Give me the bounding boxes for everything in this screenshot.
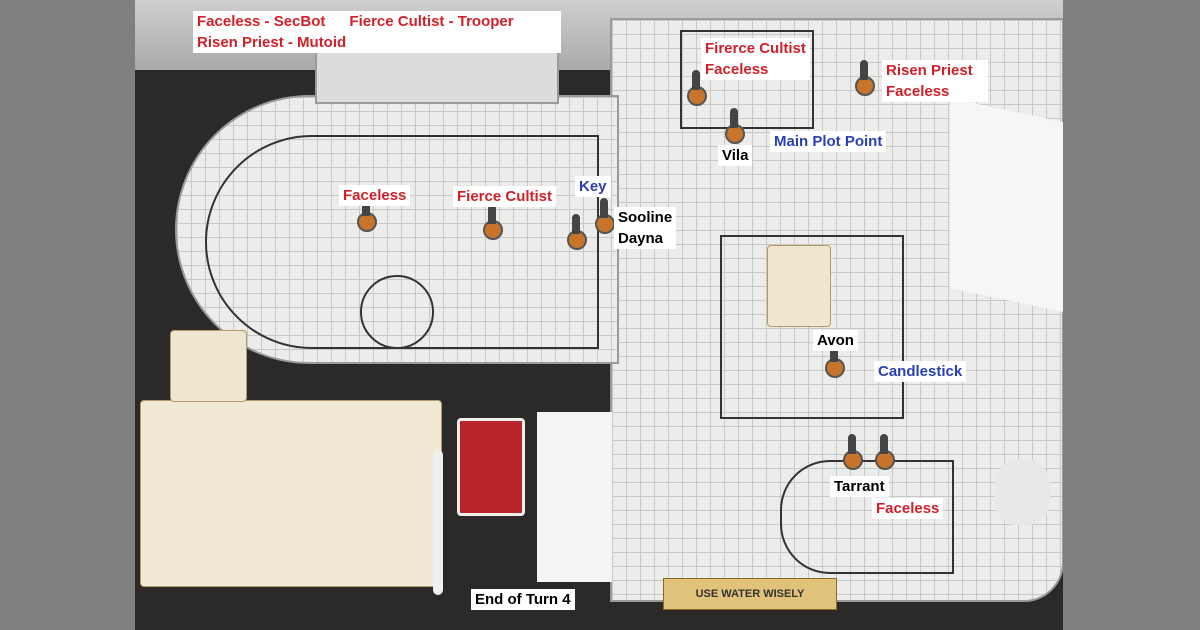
room [780,460,954,574]
label-vila: Vila [718,145,753,166]
label-candlestick: Candlestick [874,361,967,382]
label-text: Firerce Cultist [705,40,806,57]
cultist-figure [687,70,707,106]
hero-figure [595,198,615,234]
room [360,275,434,349]
legend-priest: Risen Priest - Mutoid [197,34,347,51]
vila-figure [725,108,745,144]
label-fierce-cultist: Fierce Cultist [453,186,557,207]
avon-figure [825,342,845,378]
label-text: Sooline [618,209,673,226]
label-key: Key [575,176,611,197]
challenge-card[interactable] [767,245,831,327]
priest-figure [855,60,875,96]
label-text: Dayna [618,230,664,247]
awkward-card[interactable] [170,330,247,402]
label-text: Faceless [705,61,769,78]
book [950,97,1063,313]
label-left-faceless: Faceless [339,185,411,206]
label-bottom-faceless: Faceless [872,498,944,519]
label-tarrant: Tarrant [830,476,889,497]
room [720,235,904,419]
label-top-cultist: Firerce Cultist Faceless [701,38,810,80]
legend-cultist: Fierce Cultist - Trooper [349,13,514,30]
room [680,30,814,129]
legend-box: Faceless - SecBot Fierce Cultist - Troope… [193,11,561,53]
label-avon: Avon [813,330,858,351]
hero-cards[interactable] [140,400,442,587]
legend-faceless: Faceless - SecBot [197,13,326,30]
discard-area [537,412,612,582]
label-text: Faceless [886,83,950,100]
faceless-figure [875,434,895,470]
ruler: USE WATER WISELY [663,578,837,610]
label-sooline-dayna: Sooline Dayna [614,207,677,249]
label-risen-priest: Risen Priest Faceless [882,60,988,102]
faceless-figure [357,196,377,232]
label-text: Risen Priest [886,62,973,79]
marker [433,450,443,595]
hero-figure [567,214,587,250]
tissue [995,460,1050,525]
label-main-plot-point: Main Plot Point [770,131,887,152]
label-end-of-turn: End of Turn 4 [471,589,575,610]
tarrant-figure [843,434,863,470]
card-deck[interactable] [457,418,525,516]
cultist-figure [483,204,503,240]
